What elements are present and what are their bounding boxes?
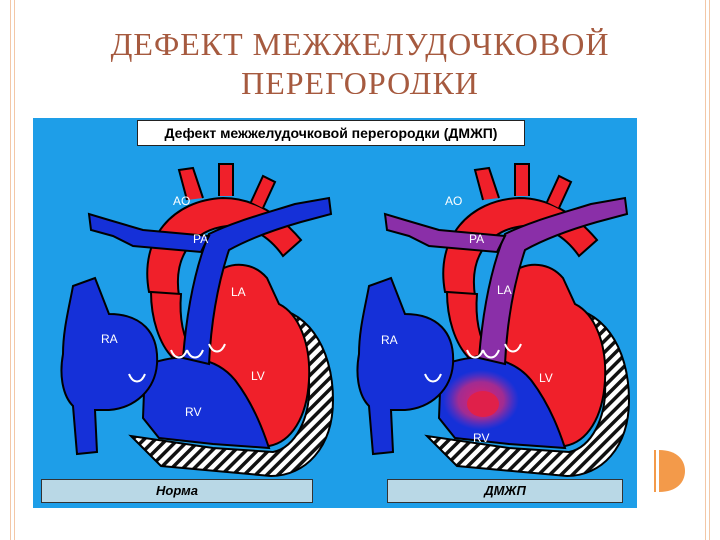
normal-pulmonary-branch: [87, 212, 211, 254]
vsd-valves: [424, 343, 522, 383]
normal-label-lv: LV: [251, 369, 265, 383]
vsd-pulmonary-branch: [383, 212, 507, 254]
left-frame-line: [10, 0, 11, 540]
vsd-label-rv: RV: [473, 431, 489, 445]
normal-valves: [128, 343, 226, 383]
normal-label-rv: RV: [185, 405, 201, 419]
normal-label-pa: PA: [193, 232, 208, 246]
vsd-aorta-branches: [473, 163, 573, 209]
normal-label-ra: RA: [101, 332, 118, 346]
slide-title-line-2: ПЕРЕГОРОДКИ: [241, 65, 479, 94]
normal-footer-label: Норма: [41, 479, 313, 503]
normal-right-atrium: [60, 276, 159, 456]
vsd-label-lv: LV: [539, 371, 553, 385]
normal-label-la: LA: [231, 285, 246, 299]
normal-pulmonary-artery: [181, 196, 333, 366]
normal-label-ao: AO: [173, 194, 190, 208]
vsd-label-ra: RA: [381, 333, 398, 347]
left-frame-line-inner: [14, 0, 15, 540]
vsd-footer-label: ДМЖП: [387, 479, 623, 503]
heart-diagrams: AO PA LA RA LV RV AO PA LA RA: [60, 163, 631, 478]
vsd-figure: AO PA LA RA LV RV AO PA LA RA: [33, 118, 637, 508]
vsd-right-atrium: [356, 276, 455, 456]
slide-title-line-1: ДЕФЕКТ МЕЖЖЕЛУДОЧКОВОЙ: [110, 26, 610, 62]
right-frame-line-inner: [709, 0, 710, 540]
figure-caption: Дефект межжелудочковой перегородки (ДМЖП…: [137, 120, 525, 146]
vsd-heart: AO PA LA RA LV RV: [356, 163, 631, 478]
right-frame-line: [705, 0, 706, 540]
vsd-pulmonary-artery: [477, 196, 629, 366]
vsd-label-la: LA: [497, 283, 512, 297]
decorative-half-circle-icon: [654, 450, 685, 492]
vsd-label-pa: PA: [469, 232, 484, 246]
normal-aorta-branches: [177, 163, 277, 209]
normal-heart: AO PA LA RA LV RV: [60, 163, 335, 478]
vsd-shunt-core: [467, 391, 499, 417]
vsd-label-ao: AO: [445, 194, 462, 208]
